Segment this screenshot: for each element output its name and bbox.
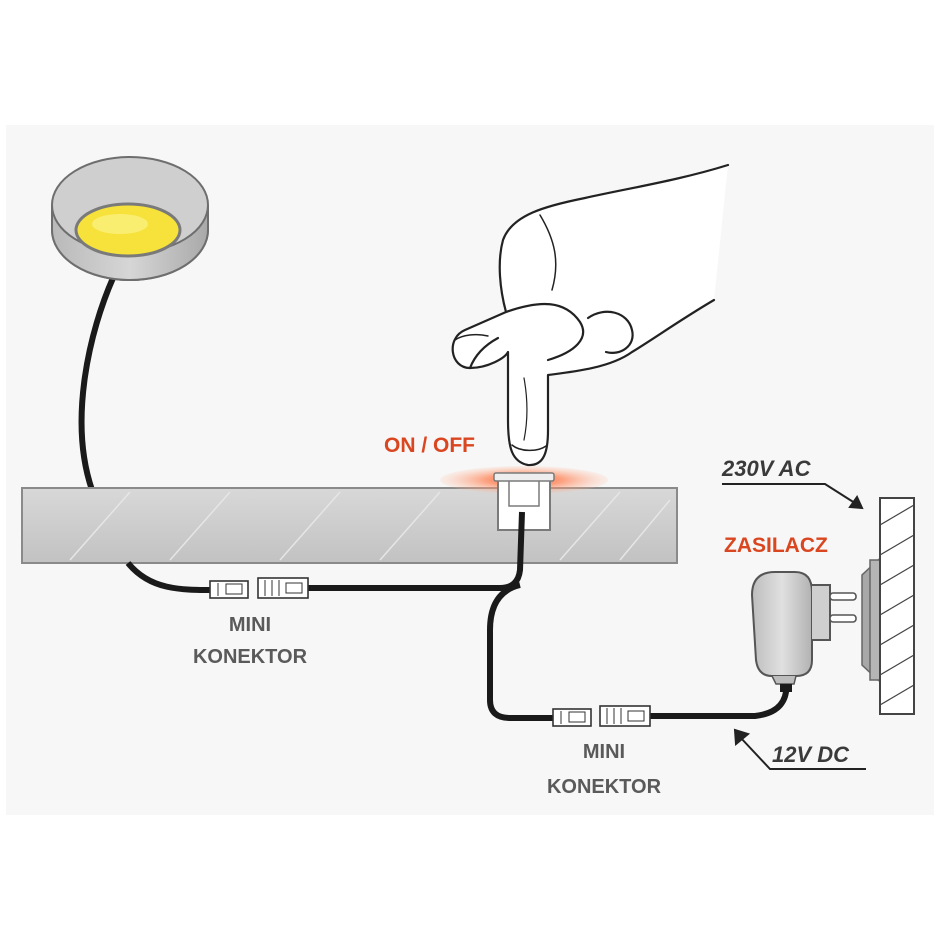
label-connector2-line2: KONEKTOR bbox=[547, 776, 662, 798]
mini-connector-1 bbox=[209, 577, 309, 599]
cable-connector-to-switch bbox=[308, 511, 525, 591]
cable-switch-down bbox=[487, 582, 553, 721]
power-adapter bbox=[750, 571, 857, 692]
label-connector2-line1: MINI bbox=[583, 741, 625, 763]
wall bbox=[879, 497, 915, 715]
shelf bbox=[21, 487, 678, 564]
cable-lamp-to-connector bbox=[125, 561, 216, 593]
touch-switch bbox=[493, 472, 555, 531]
arrow-230v bbox=[722, 483, 864, 510]
label-connector1-line2: KONEKTOR bbox=[193, 646, 308, 668]
label-connector1-line1: MINI bbox=[229, 614, 271, 636]
label-power-supply: ZASILACZ bbox=[724, 534, 828, 557]
lamp-cable bbox=[78, 275, 116, 493]
hand-icon bbox=[451, 163, 730, 467]
puck-lamp bbox=[51, 156, 209, 281]
mini-connector-2 bbox=[552, 705, 651, 727]
label-mains-voltage: 230V AC bbox=[721, 456, 812, 481]
arrow-12v bbox=[733, 728, 866, 770]
label-on-off: ON / OFF bbox=[384, 434, 475, 457]
label-dc-voltage: 12V DC bbox=[772, 742, 850, 767]
